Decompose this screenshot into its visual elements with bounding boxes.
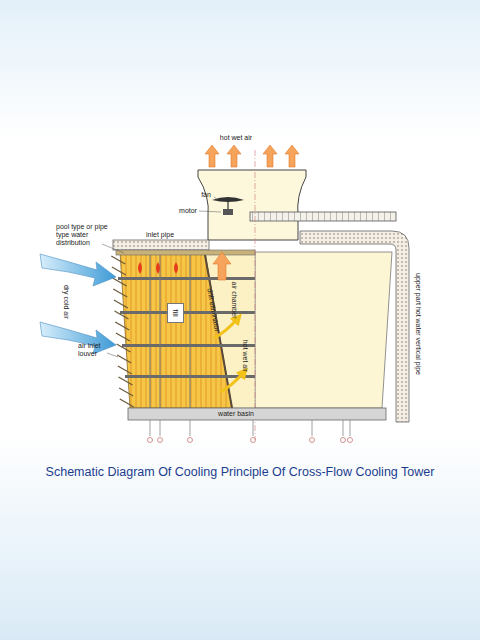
node-text: fill bbox=[171, 309, 180, 317]
part-label: inlet pipe bbox=[146, 231, 174, 239]
fill-label-box: fill bbox=[167, 303, 184, 323]
water-basin bbox=[128, 408, 386, 420]
beams bbox=[118, 277, 255, 378]
part-label: hot wet air bbox=[241, 340, 249, 372]
updraft-arrow bbox=[213, 252, 231, 280]
water-distribution bbox=[116, 250, 255, 255]
part-label: air chamber bbox=[230, 282, 238, 319]
part-label: motor bbox=[179, 207, 197, 215]
part-label: drift eliminator bbox=[205, 288, 221, 333]
fan-symbol bbox=[199, 197, 244, 215]
water-drops bbox=[138, 262, 178, 274]
part-label: fan bbox=[201, 191, 211, 199]
inlet-pipe bbox=[113, 240, 209, 250]
air-inlet-louvers bbox=[111, 256, 134, 407]
caption: Schematic Diagram Of Cooling Principle O… bbox=[46, 465, 435, 479]
part-label: pool type or pipe type water distributio… bbox=[56, 223, 120, 247]
fill-pack bbox=[120, 252, 232, 408]
part-label: upper part hot water vertical pipe bbox=[414, 273, 422, 375]
tower-casing bbox=[255, 252, 392, 408]
supports bbox=[148, 420, 353, 443]
inlet-air-arrows bbox=[40, 254, 116, 354]
centre-line bbox=[255, 150, 256, 440]
columns bbox=[150, 255, 190, 408]
part-label: dry cold air bbox=[62, 285, 70, 319]
exhaust-arrows bbox=[205, 145, 299, 167]
fan-stack bbox=[198, 170, 306, 240]
part-label: air inlet louver bbox=[78, 342, 110, 358]
fan-deck bbox=[250, 212, 396, 221]
leader-lines bbox=[102, 244, 124, 357]
part-label: water basin bbox=[218, 410, 254, 418]
part-label: hot wet air bbox=[220, 134, 252, 142]
